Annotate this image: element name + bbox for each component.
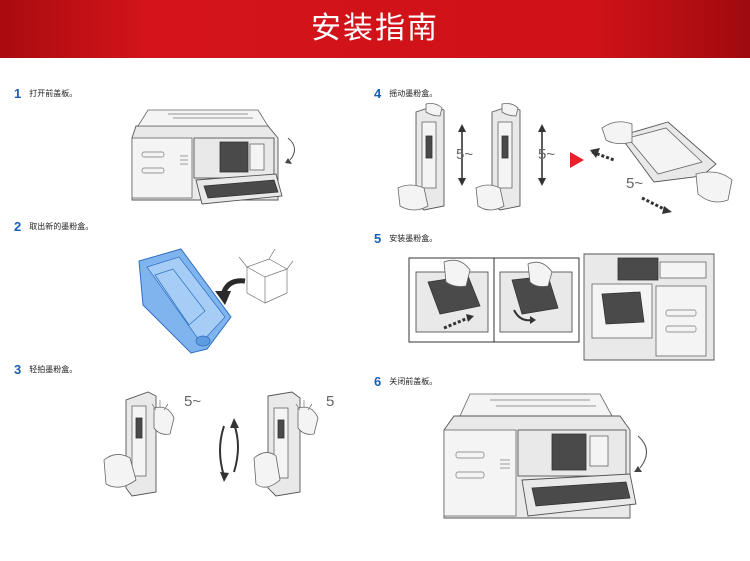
step-3-illustration: 5~ 5	[96, 388, 351, 500]
step-2-illustration	[135, 245, 295, 355]
shake-count-label: 5~	[456, 146, 473, 163]
step-text: 摇动墨粉盒。	[389, 89, 438, 98]
step-text: 轻拍墨粉盒。	[29, 365, 78, 374]
step-3-heading: 3 轻拍墨粉盒。	[14, 362, 77, 377]
step-4-illustration: 5~ 5~ 5~	[396, 102, 748, 220]
step-4-heading: 4 摇动墨粉盒。	[374, 86, 437, 101]
step-2-heading: 2 取出新的墨粉盒。	[14, 219, 93, 234]
step-number: 3	[14, 362, 22, 377]
next-arrow-icon	[570, 152, 584, 168]
step-6-heading: 6 关闭前盖板。	[374, 374, 437, 389]
tap-count-label: 5~	[184, 393, 201, 410]
step-5-heading: 5 安装墨粉盒。	[374, 231, 437, 246]
step-number: 2	[14, 219, 22, 234]
tap-count-label-2: 5	[326, 393, 334, 410]
shake-count-label-3: 5~	[626, 175, 643, 192]
step-text: 安装墨粉盒。	[389, 234, 438, 243]
header-banner: 安装指南	[0, 0, 750, 58]
step-5-illustration	[408, 252, 718, 364]
step-number: 5	[374, 231, 382, 246]
step-text: 关闭前盖板。	[389, 377, 438, 386]
page-title: 安装指南	[311, 11, 439, 46]
step-text: 取出新的墨粉盒。	[29, 222, 94, 231]
step-number: 6	[374, 374, 382, 389]
step-number: 1	[14, 86, 22, 101]
step-1-illustration	[128, 108, 303, 208]
step-1-heading: 1 打开前盖板。	[14, 86, 77, 101]
step-6-illustration	[440, 392, 660, 532]
shake-count-label-2: 5~	[538, 146, 555, 163]
step-text: 打开前盖板。	[29, 89, 78, 98]
step-number: 4	[374, 86, 382, 101]
